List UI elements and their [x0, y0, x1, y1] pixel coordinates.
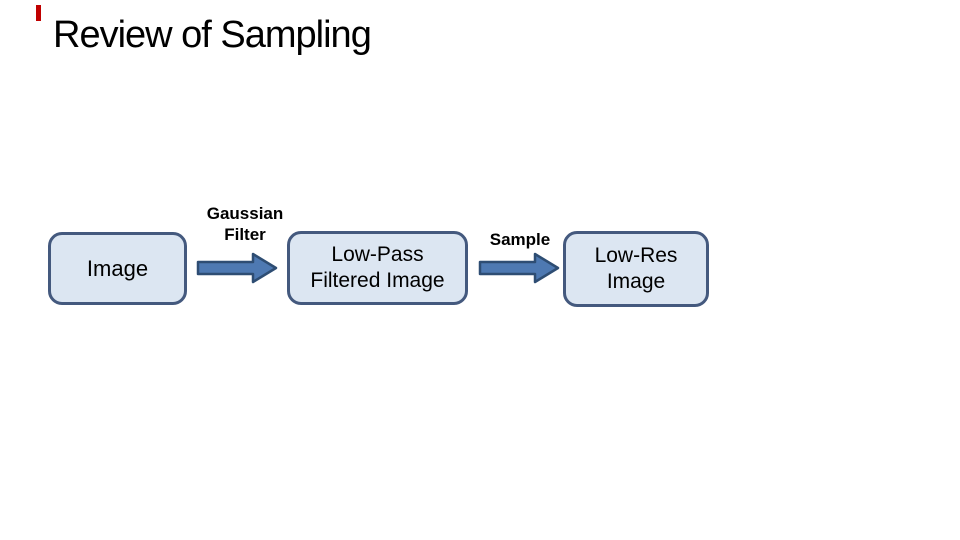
- arrow-label-sample-line1: Sample: [489, 230, 551, 249]
- arrow-label-gaussian-filter-line1: Gaussian: [206, 204, 284, 223]
- flow-node-low-pass-line1: Low-Pass: [331, 243, 424, 266]
- arrow-label-gaussian-filter: Gaussian Filter: [188, 203, 302, 245]
- arrow-label-sample: Sample: [470, 229, 570, 250]
- page-title: Review of Sampling: [53, 14, 372, 56]
- red-accent-dash: [36, 5, 41, 21]
- block-arrow-right-shape: [478, 252, 560, 284]
- flow-node-image: Image: [48, 232, 187, 305]
- flow-node-image-label: Image: [86, 255, 149, 281]
- flow-node-low-res-image: Low-Res Image: [563, 231, 709, 307]
- arrow-label-gaussian-filter-line2: Filter: [224, 225, 266, 244]
- flow-node-low-pass-filtered-image: Low-Pass Filtered Image: [287, 231, 468, 305]
- flow-node-low-res-line1: Low-Res: [594, 244, 678, 267]
- flow-node-low-res-line2: Image: [606, 270, 666, 293]
- flow-node-low-pass-line2: Filtered Image: [310, 269, 445, 292]
- block-arrow-right-icon: [196, 252, 278, 284]
- block-arrow-right-shape: [196, 252, 278, 284]
- block-arrow-right-icon: [478, 252, 560, 284]
